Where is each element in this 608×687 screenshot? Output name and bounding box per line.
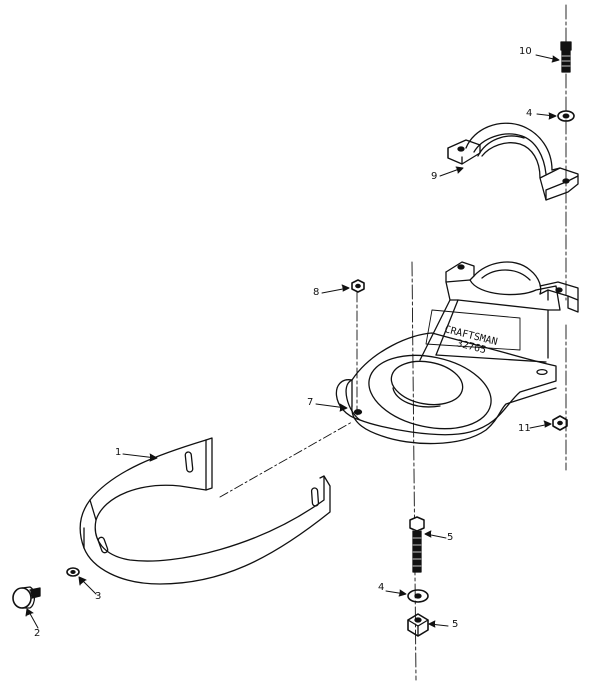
callout-1: 1 — [115, 447, 122, 458]
callout-10: 10 — [519, 46, 532, 57]
assembly-line — [219, 421, 353, 498]
washer-4-upper — [557, 110, 575, 122]
callout-5-upper: 5 — [447, 532, 454, 543]
leader-lines — [25, 54, 560, 629]
washer-4-lower — [407, 589, 429, 603]
screw-10 — [560, 41, 572, 73]
base-7: CRAFTSMAN 32765 — [335, 261, 579, 445]
strap-1 — [79, 437, 331, 585]
callout-4-lower: 4 — [378, 582, 385, 593]
callout-7: 7 — [307, 397, 314, 408]
callout-11: 11 — [518, 423, 531, 434]
callout-8: 8 — [313, 287, 320, 298]
callout-2: 2 — [34, 628, 41, 639]
nut-11 — [552, 415, 568, 431]
callout-3: 3 — [95, 591, 102, 602]
nut-5 — [407, 613, 429, 637]
callout-4-upper: 4 — [526, 108, 533, 119]
callout-5-lower: 5 — [452, 619, 459, 630]
bolt-5 — [409, 516, 425, 573]
centerline-center — [411, 261, 417, 681]
washer-3 — [66, 567, 80, 577]
knob-2 — [12, 586, 41, 609]
clamp-9 — [447, 122, 579, 201]
nut-8 — [351, 279, 365, 293]
callout-9: 9 — [431, 171, 438, 182]
